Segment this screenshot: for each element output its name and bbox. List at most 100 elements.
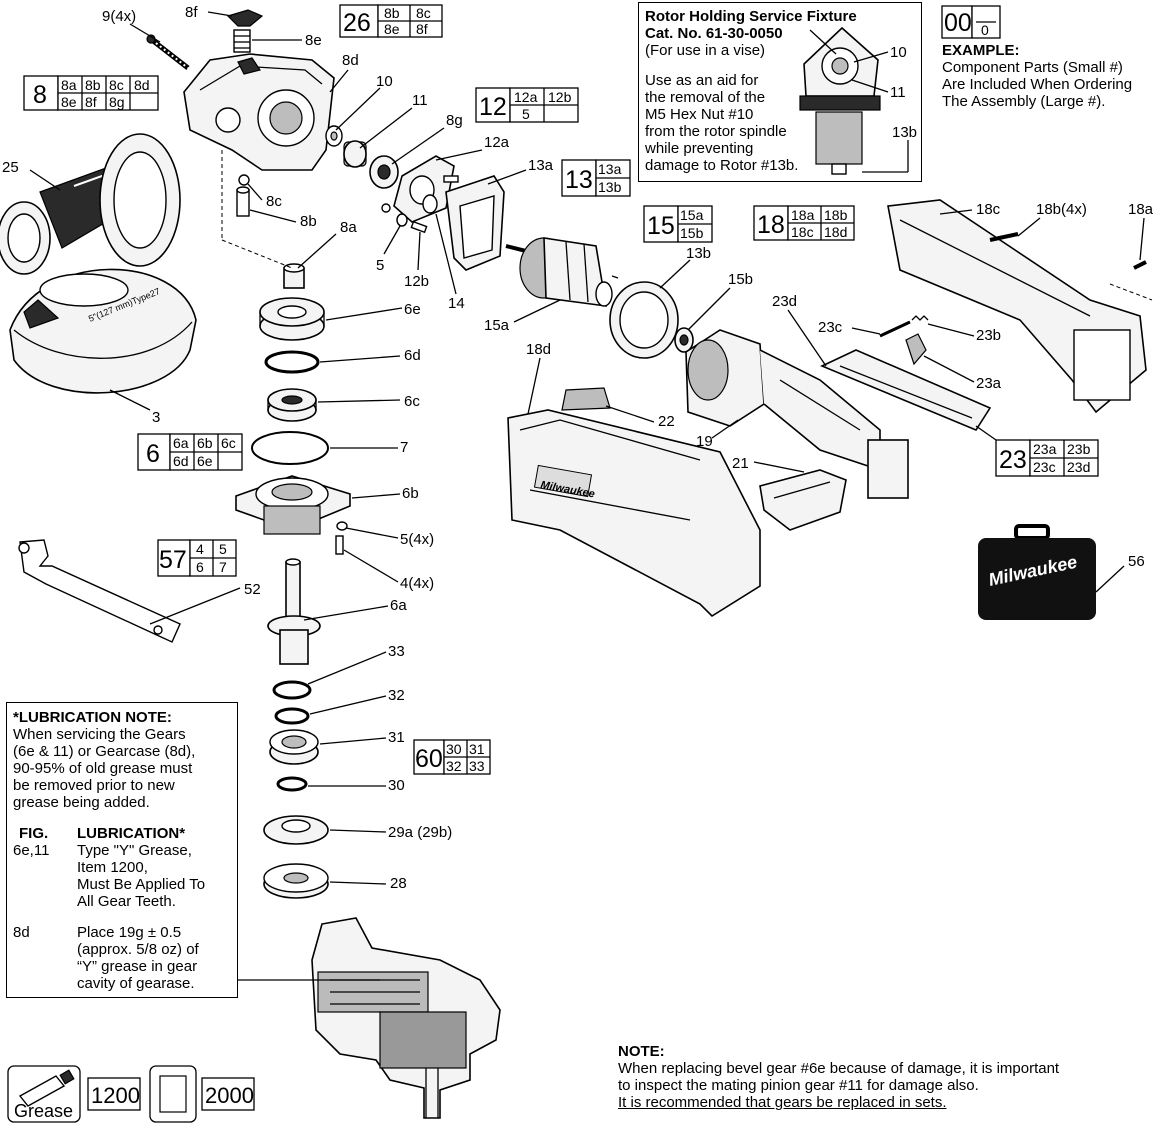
svg-text:8: 8 xyxy=(33,81,47,109)
pin-4-4x-icon xyxy=(335,535,344,555)
svg-text:8d: 8d xyxy=(134,77,150,93)
callout-31: 31 xyxy=(388,729,405,746)
ring-14-icon xyxy=(422,194,438,214)
callout-23b: 23b xyxy=(976,327,1001,344)
bottom-note-line-3: It is recommended that gears be replaced… xyxy=(618,1094,947,1111)
example-note: EXAMPLE: Component Parts (Small #) Are I… xyxy=(942,42,1158,110)
svg-text:8a: 8a xyxy=(61,77,77,93)
svg-text:8f: 8f xyxy=(416,21,428,37)
item-2000-box xyxy=(201,1077,255,1111)
lubrication-note-panel: *LUBRICATION NOTE: When servicing the Ge… xyxy=(6,702,238,998)
callout-30: 30 xyxy=(388,777,405,794)
callout-11: 11 xyxy=(412,92,428,109)
baffle-13a-icon xyxy=(445,175,505,271)
fixture-callout-13b: 13b xyxy=(892,124,917,141)
callout-12a: 12a xyxy=(484,134,510,151)
svg-text:23c: 23c xyxy=(1033,459,1056,475)
svg-text:8b: 8b xyxy=(85,77,101,93)
example-title: EXAMPLE: xyxy=(942,42,1020,59)
svg-text:23a: 23a xyxy=(1033,441,1057,457)
lubrication-title: *LUBRICATION NOTE: xyxy=(13,709,172,726)
bottom-note-line-2: to inspect the mating pinion gear #11 fo… xyxy=(618,1077,979,1094)
bevel-gear-6e-icon xyxy=(259,297,325,341)
svg-text:8c: 8c xyxy=(416,5,431,21)
callout-9: 9(4x) xyxy=(102,8,136,25)
example-line-3: The Assembly (Large #). xyxy=(942,93,1106,110)
svg-text:33: 33 xyxy=(469,758,485,774)
magnet-ring-13b-icon xyxy=(609,281,679,359)
svg-text:31: 31 xyxy=(469,741,485,757)
svg-text:18d: 18d xyxy=(824,224,847,240)
fixture-callout-11: 11 xyxy=(890,84,906,101)
bottom-note-title: NOTE: xyxy=(618,1043,665,1060)
bearing-15b-icon xyxy=(674,327,694,353)
svg-text:18c: 18c xyxy=(791,224,814,240)
svg-text:8c: 8c xyxy=(109,77,124,93)
lubrication-intro-4: be removed prior to new xyxy=(13,777,175,794)
callout-8c: 8c xyxy=(266,193,282,210)
svg-text:6: 6 xyxy=(146,440,160,468)
callout-8e: 8e xyxy=(305,32,322,49)
assembly-15: 15 15a 15b xyxy=(643,205,713,243)
example-line-2: Are Included When Ordering xyxy=(942,76,1133,93)
lubrication-intro-1: When servicing the Gears xyxy=(13,726,186,743)
gearcase-8d-icon xyxy=(183,53,335,171)
callout-32: 32 xyxy=(388,687,405,704)
assembly-8: 8 8a 8b 8c 8d 8e 8f 8g xyxy=(23,75,159,111)
svg-text:12: 12 xyxy=(479,93,507,121)
svg-text:30: 30 xyxy=(446,741,462,757)
svg-text:13b: 13b xyxy=(598,179,622,195)
o-ring-33-icon xyxy=(272,680,312,700)
callout-6e: 6e xyxy=(404,301,421,318)
svg-text:26: 26 xyxy=(343,9,371,37)
callout-13b: 13b xyxy=(686,245,711,262)
assembly-23: 23 23a 23b 23c 23d xyxy=(995,439,1099,477)
screw-5-icon xyxy=(396,213,408,227)
wheel-guard-3-icon xyxy=(9,268,197,394)
fixture-title: Rotor Holding Service Fixture xyxy=(645,8,857,25)
grease-tube-icon xyxy=(7,1065,81,1123)
callout-12b: 12b xyxy=(404,273,429,290)
lubrication-row-2-line-3: “Y” grease in gear xyxy=(77,958,198,975)
housing-18c-icon xyxy=(887,199,1147,414)
svg-text:12a: 12a xyxy=(514,89,538,105)
spindle-6a-icon xyxy=(267,558,321,665)
svg-text:15: 15 xyxy=(647,212,675,240)
pin-23c-icon xyxy=(879,320,911,338)
callout-6d: 6d xyxy=(404,347,421,364)
svg-text:8f: 8f xyxy=(85,94,97,110)
fixture-callout-10: 10 xyxy=(890,44,907,61)
lubrication-row-1-line-2: Item 1200, xyxy=(77,859,148,876)
button-8f-icon xyxy=(226,9,264,27)
cover-21-icon xyxy=(759,469,847,531)
rotor-fixture-icon xyxy=(799,26,881,175)
svg-text:60: 60 xyxy=(415,745,443,773)
square-icon xyxy=(149,1065,197,1123)
bearing-6c-icon xyxy=(267,388,317,422)
callout-8g: 8g xyxy=(446,112,463,129)
lubrication-row-1-line-1: Type "Y" Grease, xyxy=(77,842,192,859)
lubrication-intro-3: 90-95% of old grease must xyxy=(13,760,193,777)
bushing-8a-icon xyxy=(283,263,305,289)
fixture-line-4: from the rotor spindle xyxy=(645,123,787,140)
svg-text:6c: 6c xyxy=(221,435,236,451)
callout-28: 28 xyxy=(390,875,407,892)
svg-text:5: 5 xyxy=(522,106,530,122)
callout-22: 22 xyxy=(658,413,675,430)
svg-text:18: 18 xyxy=(757,211,785,239)
assembly-6: 6 6a 6b 6c 6d 6e xyxy=(137,433,243,471)
svg-text:12b: 12b xyxy=(548,89,572,105)
fixture-line-2: the removal of the xyxy=(645,89,766,106)
side-handle-25-icon xyxy=(0,133,181,275)
callout-23c: 23c xyxy=(818,319,843,336)
callout-8d: 8d xyxy=(342,52,359,69)
callout-14: 14 xyxy=(448,295,465,312)
callout-29a: 29a (29b) xyxy=(388,824,452,841)
label-22-icon xyxy=(561,387,611,411)
leader-lines xyxy=(29,11,1145,981)
retaining-ring-6d-icon xyxy=(264,350,320,374)
callout-8b: 8b xyxy=(300,213,317,230)
callout-5: 5 xyxy=(376,257,384,274)
flange-nut-28-icon xyxy=(263,863,329,899)
callout-25: 25 xyxy=(2,159,19,176)
